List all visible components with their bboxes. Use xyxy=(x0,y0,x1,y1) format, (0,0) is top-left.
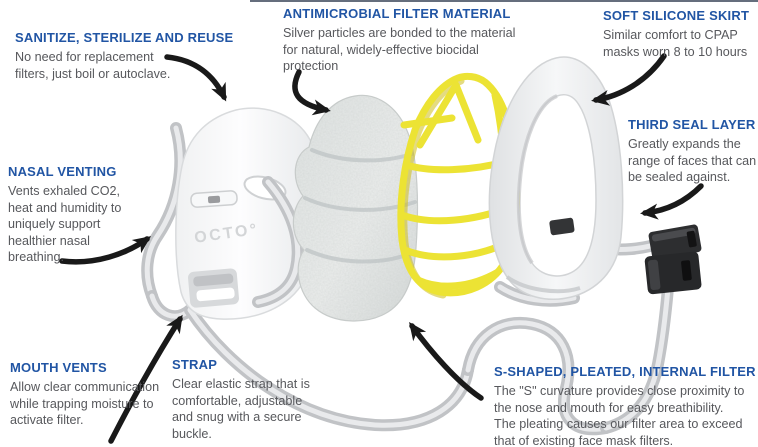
callout-s-filter: S-SHAPED, PLEATED, INTERNAL FILTER The "… xyxy=(494,364,756,447)
callout-line: be sealed against. xyxy=(628,170,731,184)
arrow-s-filter xyxy=(409,321,484,401)
callout-title: S-SHAPED, PLEATED, INTERNAL FILTER xyxy=(494,364,756,379)
annotation-arrows xyxy=(59,53,704,444)
arrow-mouth-vents xyxy=(108,314,183,444)
silicone-skirt xyxy=(488,56,624,300)
strap-buckle xyxy=(644,224,702,295)
callout-line: uniquely support xyxy=(8,217,101,231)
callout-line: that of existing face mask filters. xyxy=(494,433,674,447)
callout-line: range of faces that can xyxy=(628,153,757,168)
callout-line: buckle. xyxy=(172,426,212,441)
callout-line: for natural, widely-effective biocidal xyxy=(283,42,479,57)
callout-line: the nose and mouth for easy breathibilit… xyxy=(494,400,724,415)
callout-title: NASAL VENTING xyxy=(8,164,117,179)
top-crop-line xyxy=(250,0,758,2)
callout-line: Allow clear communication xyxy=(10,380,160,394)
callout-line: Clear elastic strap that is xyxy=(172,377,310,391)
callout-title: SANITIZE, STERILIZE AND REUSE xyxy=(15,30,234,45)
callout-title: STRAP xyxy=(172,357,218,372)
callout-title: MOUTH VENTS xyxy=(10,360,107,375)
callout-line: masks worn 8 to 10 hours xyxy=(603,44,748,59)
callout-line: The pleating causes our filter area to e… xyxy=(494,417,743,431)
callout-sanitize: SANITIZE, STERILIZE AND REUSE No need fo… xyxy=(15,30,233,82)
callout-line: comfortable, adjustable xyxy=(172,393,303,408)
callout-strap: STRAP Clear elastic strap that is comfor… xyxy=(172,357,310,442)
callout-line: Greatly expands the xyxy=(628,137,741,151)
mask-outer-shell: OCTO° xyxy=(175,107,336,320)
skirt-clip xyxy=(549,217,575,236)
arrow-sanitize xyxy=(164,54,227,102)
callout-nasal-venting: NASAL VENTING Vents exhaled CO2, heat an… xyxy=(8,164,121,266)
callout-line: protection xyxy=(283,59,339,73)
callout-line: The "S" curvature provides close proximi… xyxy=(494,384,745,398)
arrow-soft-silicone xyxy=(591,53,667,106)
nasal-vent-slot xyxy=(190,190,238,208)
mouth-vent-slots xyxy=(188,268,239,308)
callout-line: breathing. xyxy=(8,250,65,264)
callout-soft-silicone: SOFT SILICONE SKIRT Similar comfort to C… xyxy=(603,8,749,60)
callout-line: filters, just boil or autoclave. xyxy=(15,66,171,81)
callout-title: THIRD SEAL LAYER xyxy=(628,117,756,132)
callout-third-seal: THIRD SEAL LAYER Greatly expands the ran… xyxy=(628,117,756,186)
callout-title: ANTIMICROBIAL FILTER MATERIAL xyxy=(283,6,511,21)
arrow-nasal-venting xyxy=(59,236,152,265)
callout-line: Silver particles are bonded to the mater… xyxy=(283,26,516,40)
callout-line: heat and humidity to xyxy=(8,200,122,215)
callout-line: Vents exhaled CO2, xyxy=(8,184,121,198)
callout-line: healthier nasal xyxy=(8,233,90,248)
callout-line: and snug with a secure xyxy=(172,410,302,424)
callout-line: activate filter. xyxy=(10,413,84,427)
callout-line: while trapping moisture to xyxy=(10,396,154,411)
arrow-third-seal xyxy=(640,183,704,220)
callout-title: SOFT SILICONE SKIRT xyxy=(603,8,750,23)
callout-mouth-vents: MOUTH VENTS Allow clear communication wh… xyxy=(10,360,159,429)
callout-line: No need for replacement xyxy=(15,50,154,64)
callout-line: Similar comfort to CPAP xyxy=(603,28,738,42)
callout-antimicrobial: ANTIMICROBIAL FILTER MATERIAL Silver par… xyxy=(283,6,515,75)
arrow-antimicrobial xyxy=(292,69,331,116)
pleated-filter xyxy=(292,94,419,322)
yellow-filter-frame xyxy=(397,72,521,299)
